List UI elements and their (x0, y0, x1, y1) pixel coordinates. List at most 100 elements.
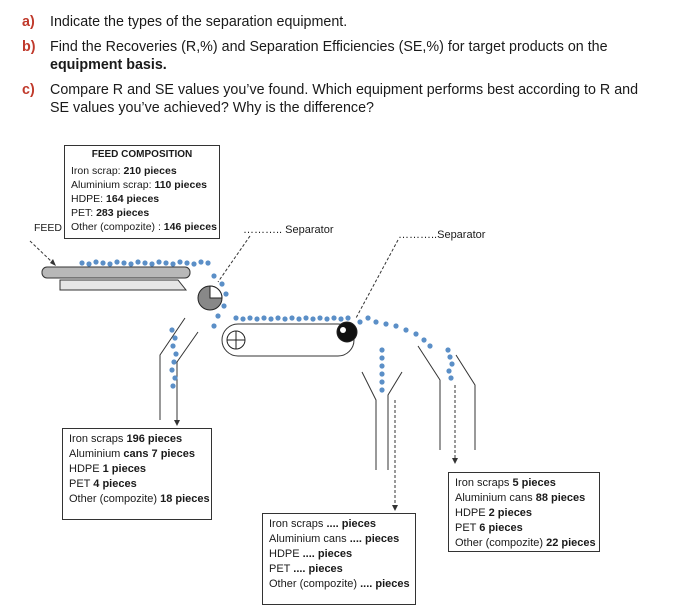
particle (219, 281, 225, 287)
feed-composition-box: FEED COMPOSITION Iron scrap: 210 pieces … (64, 145, 220, 239)
particle (331, 315, 337, 321)
particle (173, 351, 179, 357)
particle (379, 363, 385, 369)
particle (296, 316, 302, 322)
particle (289, 315, 295, 321)
particle (357, 319, 363, 325)
particle (221, 303, 227, 309)
particle (413, 331, 419, 337)
particle (170, 261, 176, 267)
output-row: Iron scraps 5 pieces (455, 477, 556, 489)
particle (393, 323, 399, 329)
particle (379, 347, 385, 353)
output-row: Aluminium cans 88 pieces (455, 492, 586, 504)
particle (171, 359, 177, 365)
particle (170, 343, 176, 349)
particle (373, 319, 379, 325)
feed-composition-title: FEED COMPOSITION (91, 149, 193, 160)
feed-row: PET: 283 pieces (71, 207, 150, 219)
particle (223, 291, 229, 297)
particle (86, 261, 92, 267)
particle (421, 337, 427, 343)
separator-2-pointer (355, 239, 399, 319)
particle (205, 260, 211, 266)
feed-row: Aluminium scrap: 110 pieces (71, 179, 207, 191)
particle (247, 315, 253, 321)
particle (107, 261, 113, 267)
question-label: b) (22, 39, 36, 55)
output-row: HDPE 1 pieces (69, 463, 147, 475)
output-row: PET .... pieces (269, 563, 343, 575)
feed-row: Iron scrap: 210 pieces (71, 165, 177, 177)
particle (172, 375, 178, 381)
particle (169, 327, 175, 333)
output-row: Aluminium cans 7 pieces (69, 448, 195, 460)
particle (198, 259, 204, 265)
particle (365, 315, 371, 321)
particle (268, 316, 274, 322)
output-box-2: Iron scraps .... pieces Aluminium cans .… (262, 513, 416, 605)
particle (211, 273, 217, 279)
output-row: Other (compozite) 22 pieces (455, 537, 596, 549)
particle (93, 259, 99, 265)
particle (303, 315, 309, 321)
particle (447, 354, 453, 360)
particle (449, 361, 455, 367)
separator-2-magnet-pulley (336, 321, 358, 343)
particle (240, 316, 246, 322)
particle (338, 316, 344, 322)
chute-1 (159, 317, 199, 420)
question-label: c) (22, 82, 35, 98)
output-row: Other (compozite) 18 pieces (69, 493, 210, 505)
chute-2 (361, 371, 403, 470)
particle (184, 260, 190, 266)
second-conveyor (221, 323, 355, 357)
question-bold-text: equipment basis. (50, 57, 167, 73)
chute-3 (417, 345, 476, 450)
separator-1-pointer (217, 235, 251, 283)
feed-row: Other (compozite) : 146 pieces (71, 221, 217, 233)
output-row: PET 6 pieces (455, 522, 523, 534)
particle (142, 260, 148, 266)
output-row: Iron scraps 196 pieces (69, 433, 183, 445)
particle (310, 316, 316, 322)
particle (169, 367, 175, 373)
question-text: Compare R and SE values you’ve found. Wh… (50, 82, 639, 116)
feed-conveyor (41, 266, 191, 279)
particle (324, 316, 330, 322)
output-row: HDPE .... pieces (269, 548, 353, 560)
output-box-3: Iron scraps 5 pieces Aluminium cans 88 p… (448, 472, 600, 552)
particle (172, 335, 178, 341)
particle (403, 327, 409, 333)
particle (149, 261, 155, 267)
particle (345, 315, 351, 321)
particle (383, 321, 389, 327)
separator-1-label: ……….. Separator (243, 224, 334, 236)
output-row: HDPE 2 pieces (455, 507, 533, 519)
question-label: a) (22, 14, 35, 30)
particle (448, 375, 454, 381)
particle (163, 260, 169, 266)
feed-hopper-plate (59, 279, 188, 291)
particle (128, 261, 134, 267)
particle (177, 259, 183, 265)
question-text: Find the Recoveries (R,%) and Separation… (50, 39, 608, 73)
particle (215, 313, 221, 319)
output-box-1: Iron scraps 196 pieces Aluminium cans 7 … (62, 428, 212, 520)
feed-row: HDPE: 164 pieces (71, 193, 160, 205)
output-row: Other (compozite) .... pieces (269, 578, 410, 590)
particle (427, 343, 433, 349)
particle (79, 260, 85, 266)
particle (317, 315, 323, 321)
particle (261, 315, 267, 321)
separator-2-label: ………..Separator (398, 229, 486, 241)
particle (211, 323, 217, 329)
particle (156, 259, 162, 265)
output-row: Aluminium cans .... pieces (269, 533, 400, 545)
particle-group (79, 259, 455, 393)
output-row: PET 4 pieces (69, 478, 137, 490)
output-row: Iron scraps .... pieces (269, 518, 376, 530)
particle (114, 259, 120, 265)
particle (379, 371, 385, 377)
